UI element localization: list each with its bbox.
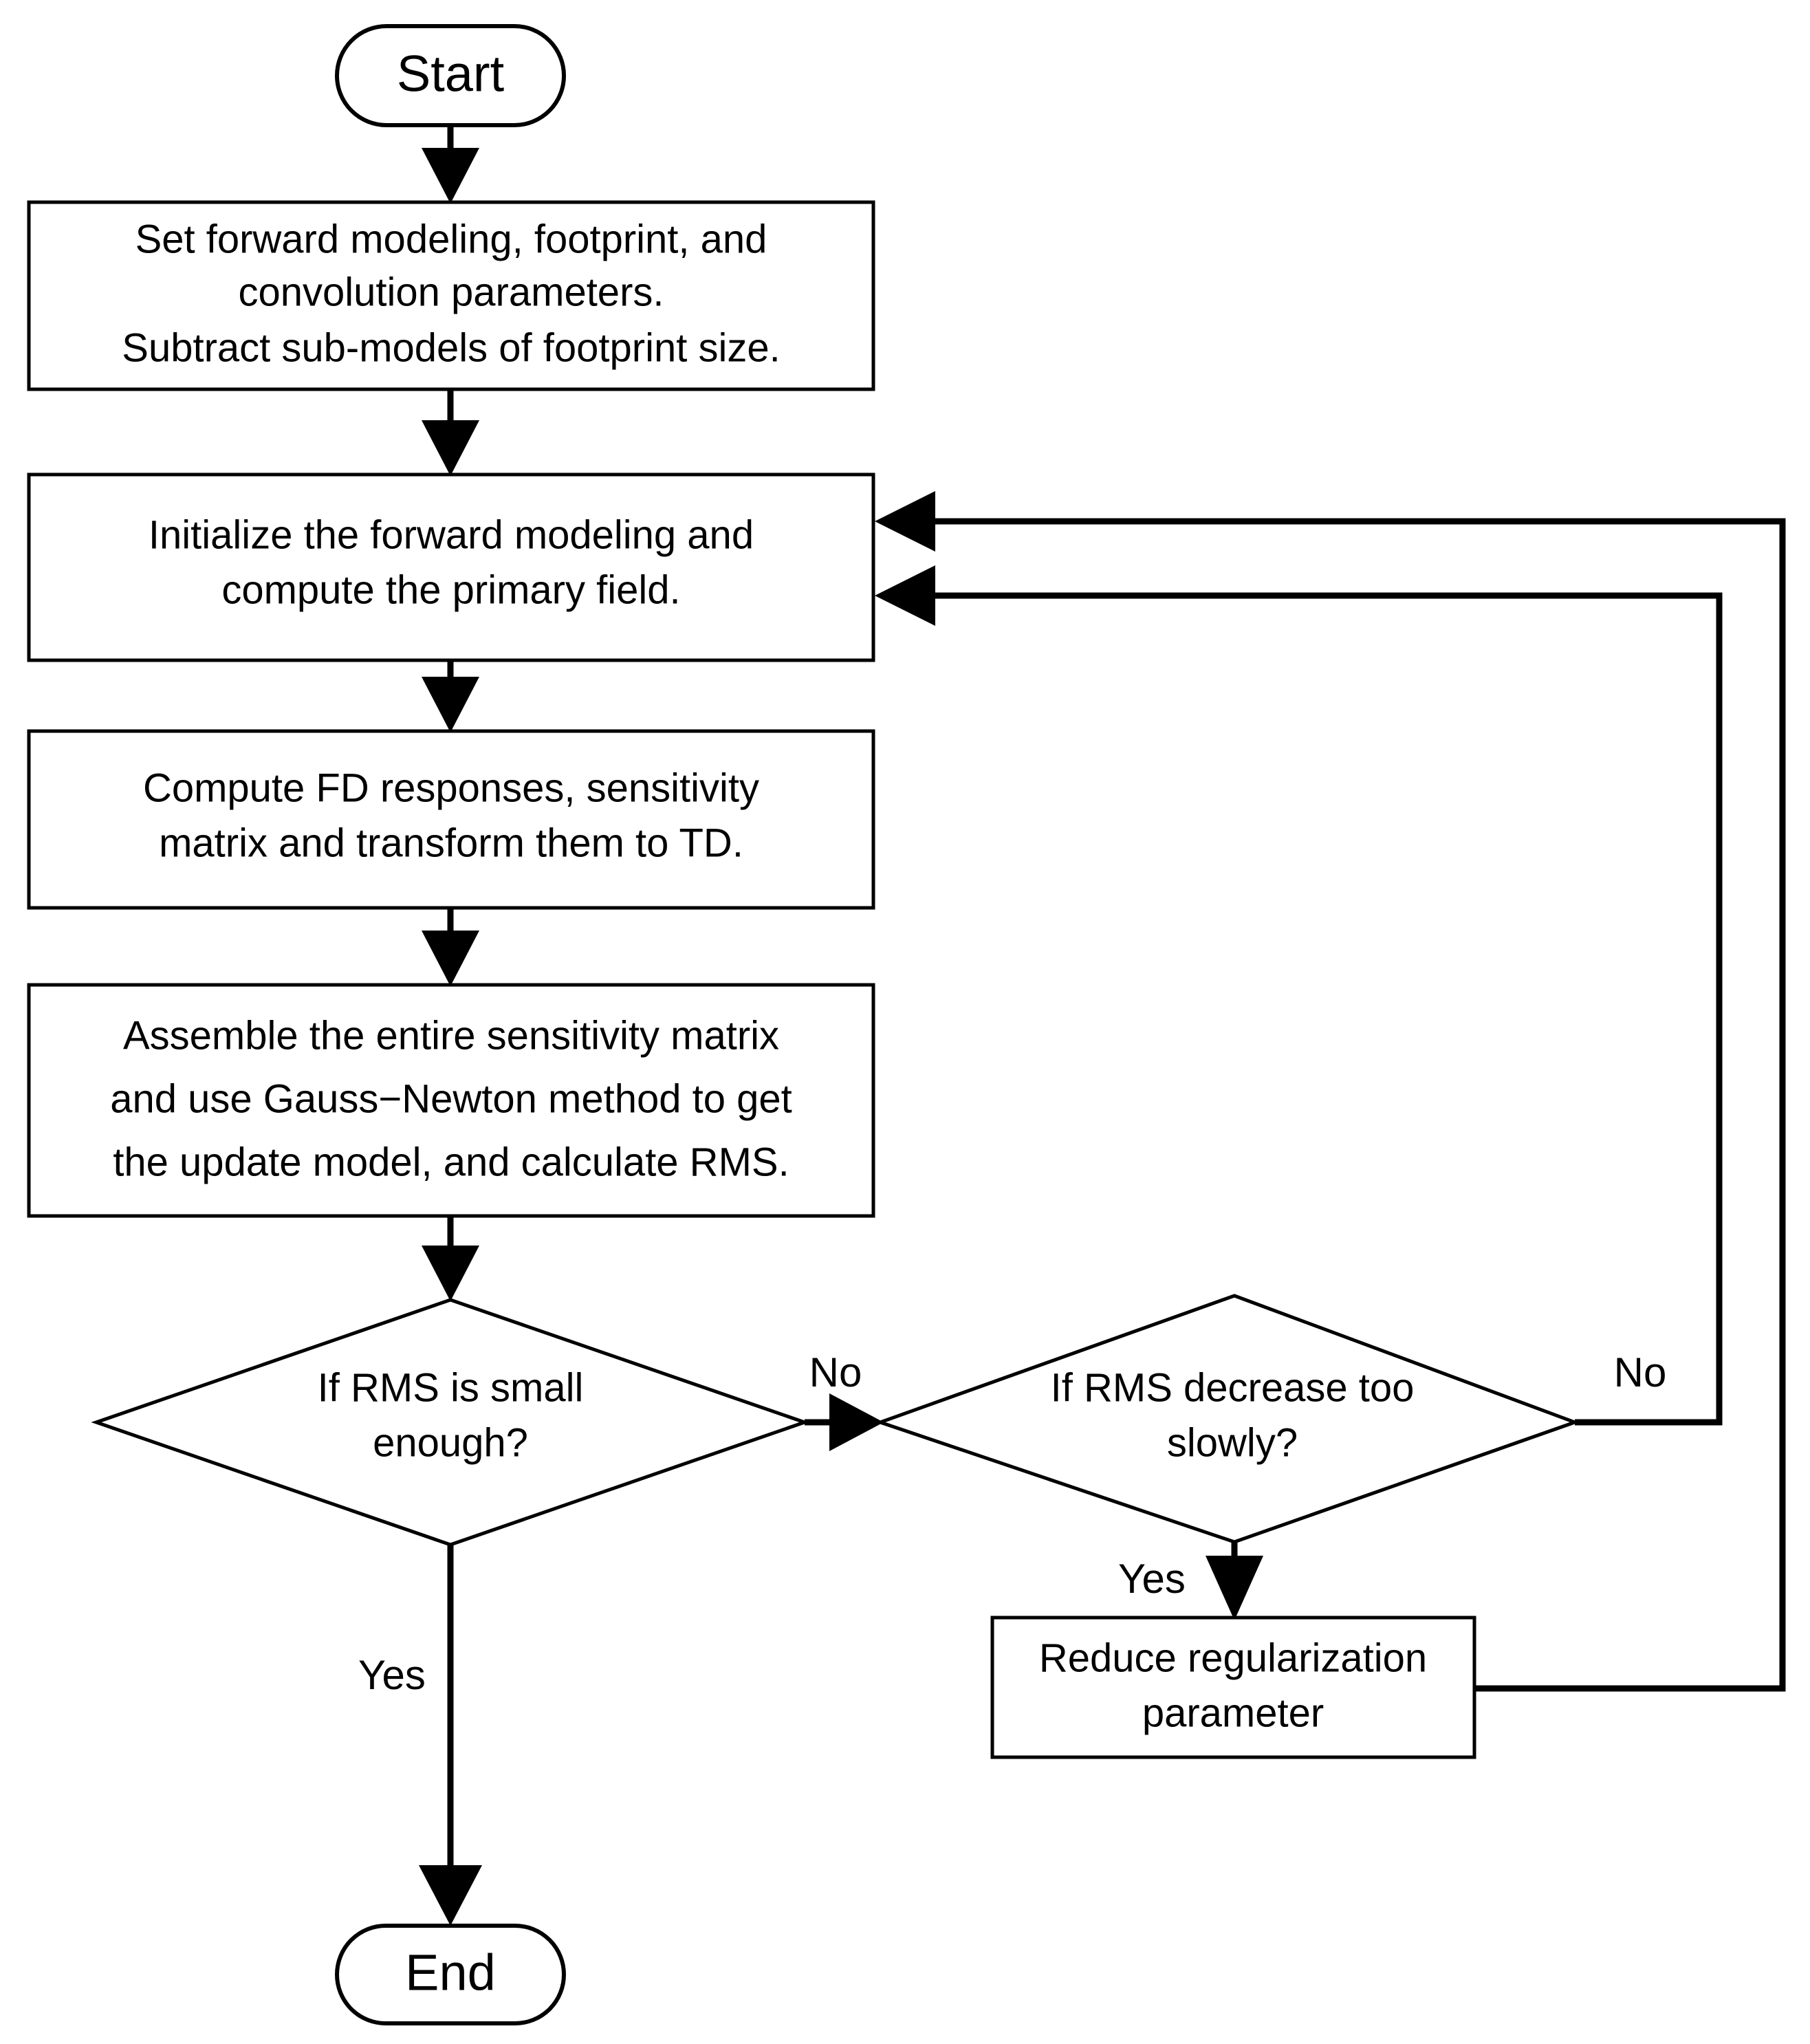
initialize-line-1: Initialize the forward modeling and	[149, 512, 754, 557]
assemble-box-shape	[27, 983, 875, 1218]
edge-rmsslow-no-to-initialize	[875, 565, 1723, 1426]
edge-reducereg-to-initialize	[875, 491, 1786, 1692]
assemble-line-1: Assemble the entire sensitivity matrix	[123, 1013, 779, 1058]
setup-line-2: convolution parameters.	[239, 270, 664, 314]
edge-initialize-to-computefd	[422, 660, 479, 732]
node-end[interactable]: End	[335, 1924, 566, 2025]
end-label: End	[405, 1944, 496, 2001]
edge-label-rms-small-no: No	[809, 1349, 862, 1395]
rms-small-diamond-shape	[91, 1298, 810, 1547]
compute-fd-line-1: Compute FD responses, sensitivity	[143, 765, 759, 810]
rms-slow-line-2: slowly?	[1167, 1420, 1298, 1465]
initialize-line-2: compute the primary field.	[221, 567, 680, 612]
node-start[interactable]: Start	[335, 24, 566, 127]
node-compute-fd[interactable]: Compute FD responses, sensitivity matrix…	[27, 729, 875, 910]
edge-rmssmall-yes-to-end	[419, 1544, 482, 1926]
edge-computefd-to-assemble	[422, 908, 479, 986]
arrow-head-icon	[419, 1865, 482, 1926]
node-assemble[interactable]: Assemble the entire sensitivity matrix a…	[27, 983, 875, 1218]
setup-box-shape	[27, 200, 875, 391]
initialize-box-shape	[27, 472, 875, 662]
end-terminal-shape	[335, 1924, 566, 2025]
reduce-reg-line-1: Reduce regularization	[1039, 1635, 1427, 1680]
rms-slow-diamond-shape	[875, 1294, 1580, 1544]
edge-rmsslow-yes-to-reducereg	[1206, 1541, 1263, 1620]
edge-setup-to-initialize	[422, 389, 479, 476]
arrow-head-icon	[422, 677, 479, 732]
edge-start-to-setup	[422, 125, 479, 204]
edge-assemble-to-rmssmall	[422, 1216, 479, 1301]
reduce-reg-line-2: parameter	[1142, 1690, 1324, 1735]
arrow-head-icon	[829, 1393, 884, 1451]
node-rms-slow-decision[interactable]: If RMS decrease too slowly?	[875, 1294, 1580, 1544]
compute-fd-box-shape	[27, 729, 875, 910]
compute-fd-line-2: matrix and transform them to TD.	[159, 820, 743, 865]
edge-label-rms-slow-no: No	[1614, 1349, 1667, 1395]
arrow-head-icon	[422, 931, 479, 986]
edge-label-rms-slow-yes: Yes	[1118, 1556, 1186, 1602]
start-terminal-shape	[335, 24, 566, 127]
start-label: Start	[397, 45, 505, 102]
edge-label-rms-small-yes: Yes	[358, 1652, 426, 1698]
arrow-head-icon	[422, 1246, 479, 1301]
rms-small-line-2: enough?	[373, 1420, 528, 1465]
setup-line-1: Set forward modeling, footprint, and	[135, 217, 767, 261]
node-setup[interactable]: Set forward modeling, footprint, and con…	[27, 200, 875, 391]
arrow-head-icon	[875, 491, 935, 552]
arrow-head-icon	[875, 565, 935, 626]
setup-line-3: Subtract sub-models of footprint size.	[122, 325, 780, 370]
rms-small-line-1: If RMS is small	[318, 1365, 584, 1410]
reduce-reg-box-shape	[990, 1616, 1476, 1759]
assemble-line-2: and use Gauss−Newton method to get	[110, 1076, 792, 1121]
node-rms-small-decision[interactable]: If RMS is small enough?	[91, 1298, 810, 1547]
arrow-head-icon	[1206, 1556, 1263, 1620]
arrow-head-icon	[422, 420, 479, 476]
node-reduce-regularization[interactable]: Reduce regularization parameter	[990, 1616, 1476, 1759]
arrow-head-icon	[422, 148, 479, 204]
assemble-line-3: the update model, and calculate RMS.	[113, 1140, 789, 1184]
edge-rmssmall-no-to-rmsslow	[805, 1393, 884, 1451]
node-initialize[interactable]: Initialize the forward modeling and comp…	[27, 472, 875, 662]
rms-slow-line-1: If RMS decrease too	[1051, 1365, 1415, 1410]
